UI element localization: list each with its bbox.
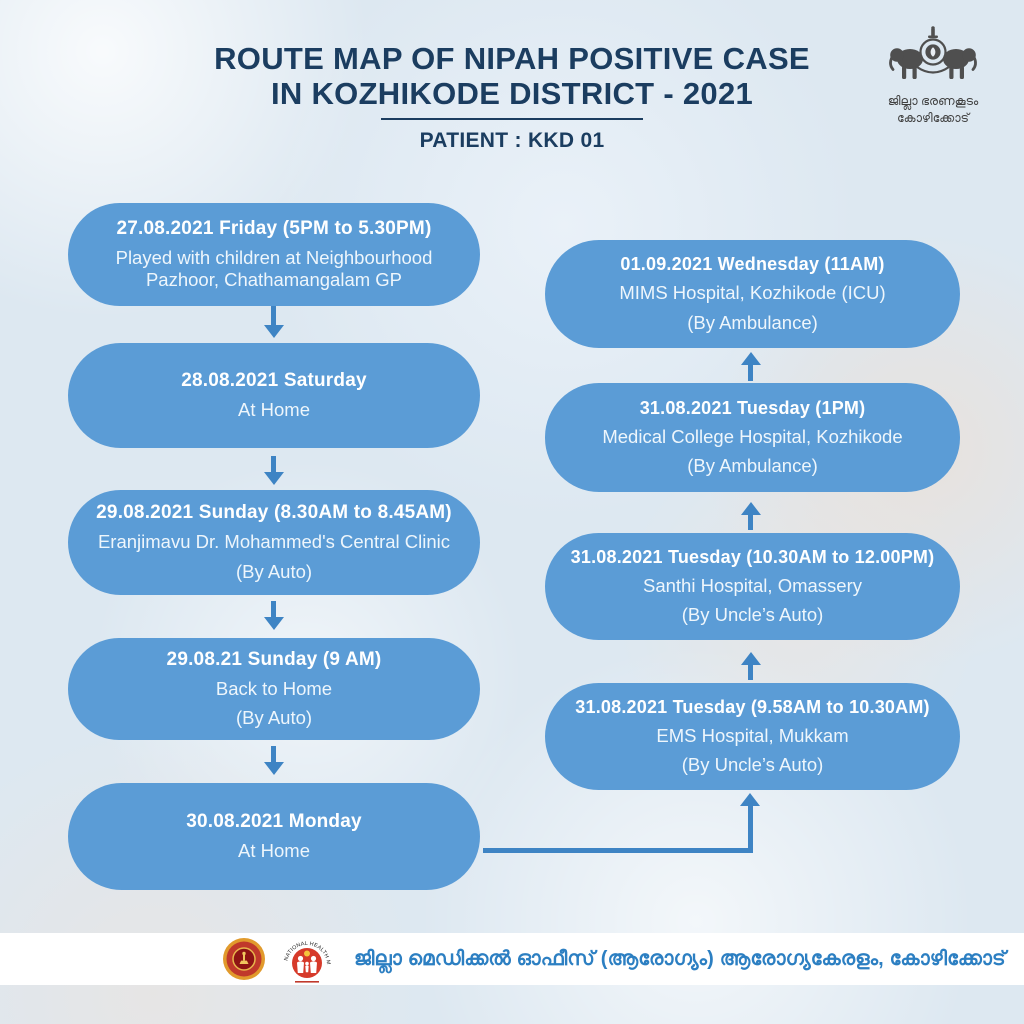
- stop-detail: MIMS Hospital, Kozhikode (ICU): [619, 282, 886, 304]
- emblem-caption-line-2: കോഴിക്കോട്: [896, 110, 970, 125]
- title-line-1: ROUTE MAP OF NIPAH POSITIVE CASE: [214, 41, 810, 76]
- stop-detail: EMS Hospital, Mukkam: [656, 724, 849, 746]
- title-underline: [381, 118, 643, 121]
- elbow-connector-horizontal: [483, 848, 751, 853]
- stop-detail: (By Uncle’s Auto): [681, 604, 824, 625]
- timeline-stop-home-saturday: 28.08.2021 Saturday At Home: [68, 343, 480, 448]
- timeline-stop-mims-hospital: 01.09.2021 Wednesday (11AM) MIMS Hospita…: [545, 240, 960, 348]
- timeline-stop-santhi-hospital: 31.08.2021 Tuesday (10.30AM to 12.00PM) …: [545, 533, 960, 640]
- stop-detail: Santhi Hospital, Omassery: [642, 574, 862, 596]
- footer-office-label: ജില്ലാ മെഡിക്കൽ ഓഫീസ് (ആരോഗ്യം) ആരോഗ്യകേ…: [354, 947, 1006, 970]
- stop-detail: (By Ambulance): [687, 311, 818, 333]
- footer-band: NATIONAL HEALTH MISSION ജില്ലാ മെഡിക്കൽ …: [0, 932, 1024, 986]
- stop-detail: At Home: [238, 398, 310, 420]
- elbow-connector-vertical: [748, 806, 753, 853]
- stop-detail: Medical College Hospital, Kozhikode: [602, 425, 903, 447]
- health-services-seal-icon: [223, 938, 265, 980]
- stop-datetime: 29.08.21 Sunday (9 AM): [166, 648, 382, 670]
- stop-datetime: 28.08.2021 Saturday: [181, 369, 367, 391]
- kerala-elephants-emblem-icon: [889, 26, 977, 79]
- arrow-down-icon: [263, 601, 284, 630]
- arrow-down-icon: [263, 456, 284, 485]
- footer-logos: NATIONAL HEALTH MISSION: [222, 932, 334, 986]
- district-administration-emblem: ജില്ലാ ഭരണകൂടം കോഴിക്കോട്: [872, 24, 994, 127]
- title-line-2: IN KOZHIKODE DISTRICT - 2021: [270, 75, 754, 111]
- stop-datetime: 27.08.2021 Friday (5PM to 5.30PM): [116, 217, 432, 239]
- stop-datetime: 29.08.2021 Sunday (8.30AM to 8.45AM): [96, 502, 452, 524]
- timeline-stop-neighbourhood: 27.08.2021 Friday (5PM to 5.30PM) Played…: [68, 203, 480, 306]
- stop-datetime: 31.08.2021 Tuesday (10.30AM to 12.00PM): [570, 546, 935, 567]
- arrow-up-icon: [740, 502, 761, 530]
- stop-datetime: 31.08.2021 Tuesday (1PM): [639, 397, 866, 418]
- stop-detail: Pazhoor, Chathamangalam GP: [145, 269, 403, 290]
- stop-detail: (By Auto): [235, 707, 313, 728]
- stop-datetime: 01.09.2021 Wednesday (11AM): [620, 254, 885, 275]
- header: ROUTE MAP OF NIPAH POSITIVE CASE IN KOZH…: [0, 41, 1024, 153]
- emblem-caption: ജില്ലാ ഭരണകൂടം കോഴിക്കോട്: [872, 93, 994, 127]
- timeline-stop-back-home: 29.08.21 Sunday (9 AM) Back to Home (By …: [68, 638, 480, 740]
- national-health-mission-logo-icon: NATIONAL HEALTH MISSION: [280, 932, 331, 983]
- stop-detail: Eranjimavu Dr. Mohammed's Central Clinic: [97, 531, 451, 553]
- arrow-up-icon: [740, 793, 760, 806]
- arrow-up-icon: [740, 352, 761, 381]
- arrow-up-icon: [740, 652, 761, 680]
- timeline-stop-central-clinic: 29.08.2021 Sunday (8.30AM to 8.45AM) Era…: [68, 490, 480, 595]
- patient-id-label: PATIENT : KKD 01: [419, 129, 605, 153]
- arrow-down-icon: [263, 746, 284, 775]
- stop-detail: (By Uncle’s Auto): [681, 754, 824, 775]
- timeline-stop-home-monday: 30.08.2021 Monday At Home: [68, 783, 480, 890]
- stop-detail: (By Auto): [235, 560, 313, 582]
- stop-detail: Played with children at Neighbourhood: [115, 246, 433, 268]
- page-title: ROUTE MAP OF NIPAH POSITIVE CASE IN KOZH…: [0, 41, 1024, 111]
- stop-detail: At Home: [238, 839, 310, 861]
- stop-detail: Back to Home: [215, 677, 333, 699]
- timeline-stop-medical-college: 31.08.2021 Tuesday (1PM) Medical College…: [545, 383, 960, 492]
- arrow-down-icon: [263, 306, 284, 338]
- emblem-caption-line-1: ജില്ലാ ഭരണകൂടം: [887, 94, 979, 108]
- stop-detail: (By Ambulance): [687, 455, 818, 476]
- stop-datetime: 31.08.2021 Tuesday (9.58AM to 10.30AM): [575, 696, 930, 717]
- timeline-stop-ems-hospital: 31.08.2021 Tuesday (9.58AM to 10.30AM) E…: [545, 683, 960, 790]
- stop-datetime: 30.08.2021 Monday: [186, 810, 362, 832]
